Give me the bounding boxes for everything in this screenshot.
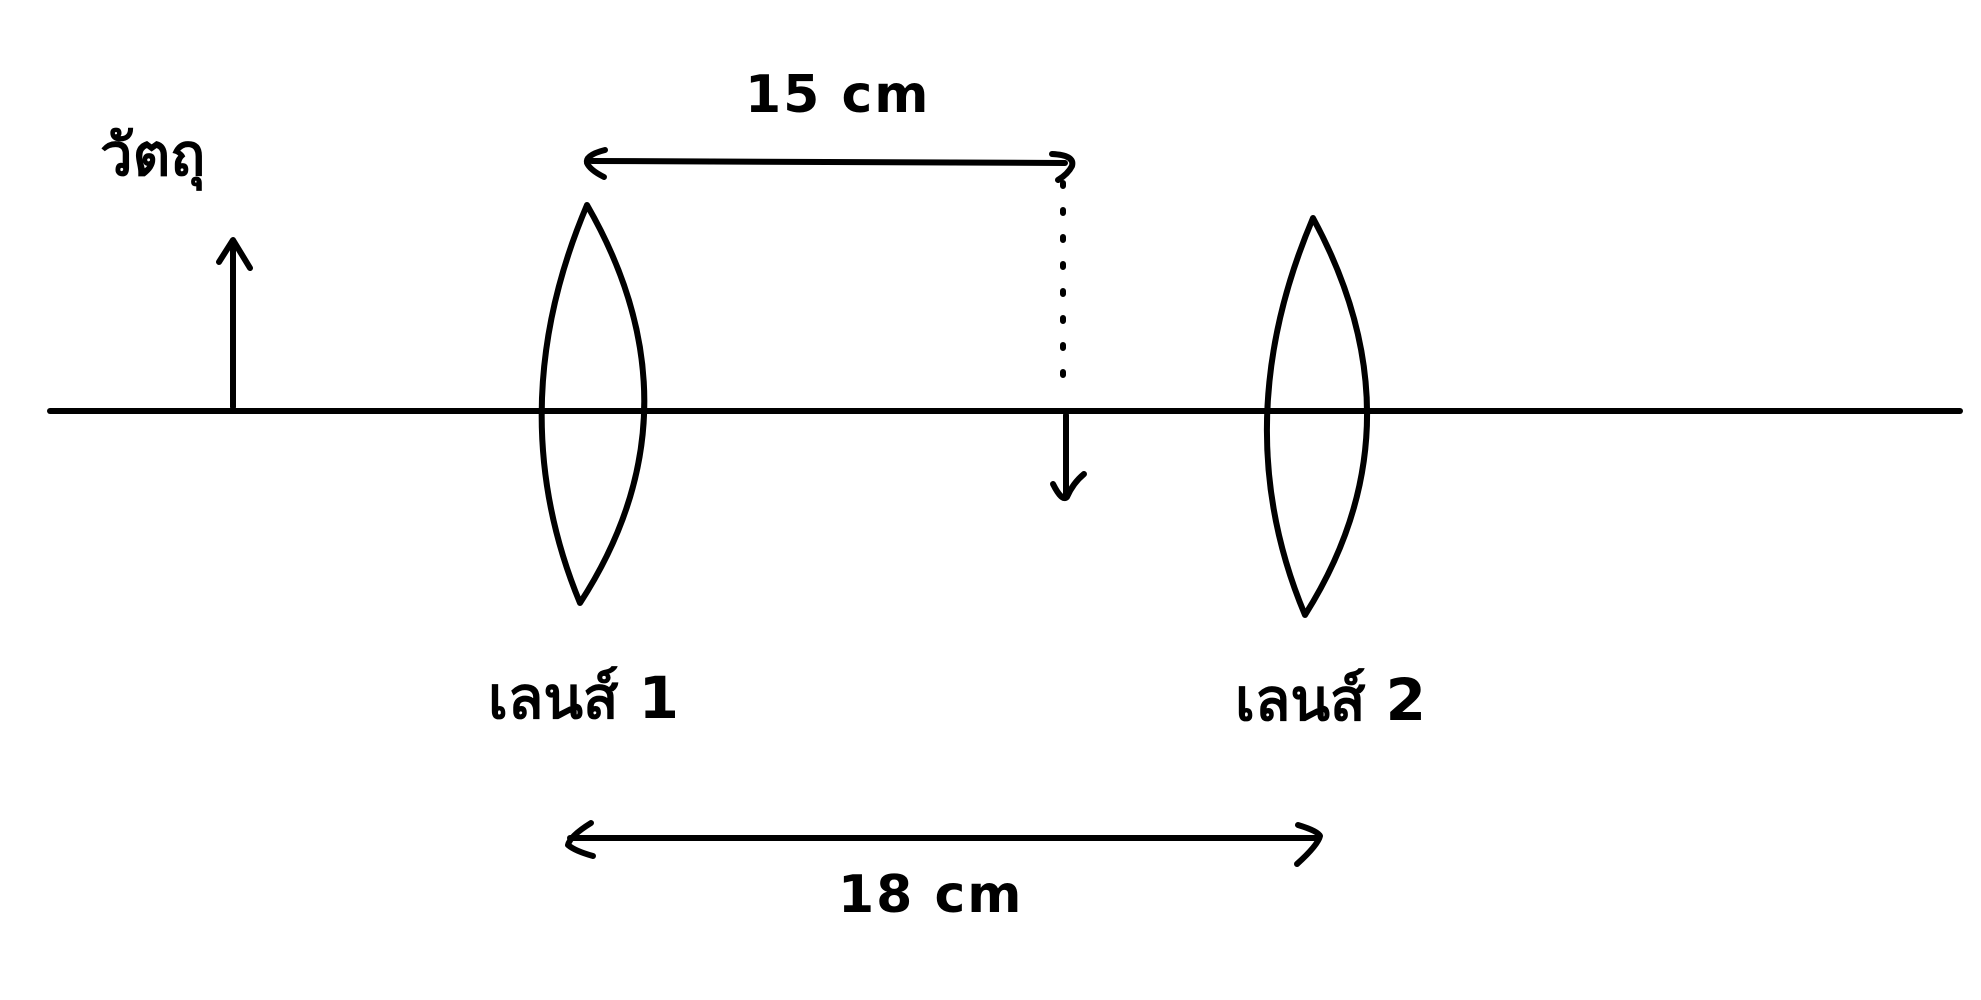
image-arrow xyxy=(1050,412,1087,502)
distance-label-bottom: 18 cm xyxy=(838,865,1023,925)
object-label: วัตถุ xyxy=(100,121,205,192)
object-arrow xyxy=(216,237,253,410)
lens-1 xyxy=(538,202,648,606)
distance-label-top: 15 cm xyxy=(745,65,930,125)
lens-2-label: เลนส์ 2 xyxy=(1235,666,1426,734)
lens-1-label: เลนส์ 1 xyxy=(488,664,679,732)
lens-2 xyxy=(1263,215,1371,618)
distance-arrow-bottom xyxy=(565,820,1323,867)
distance-arrow-top xyxy=(583,147,1076,183)
